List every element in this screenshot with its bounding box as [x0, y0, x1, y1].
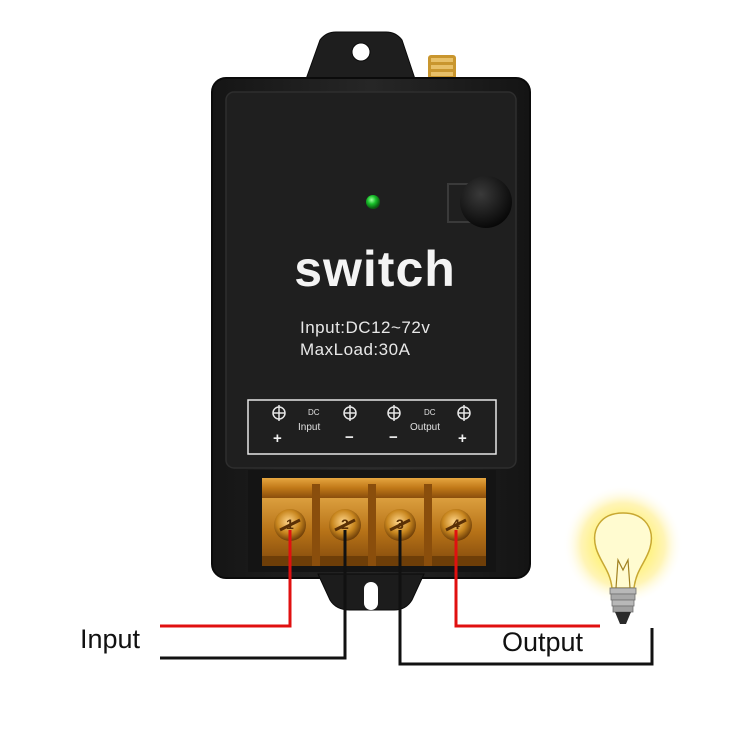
terminal-number-2: 2	[341, 516, 349, 532]
panel-screw-symbols	[272, 405, 471, 421]
panel-sign-2: −	[345, 429, 354, 446]
mounting-tab-top	[304, 31, 417, 83]
terminal-number-4: 4	[452, 516, 460, 532]
output-negative-wire	[398, 530, 654, 666]
screw-terminal-icon	[329, 509, 361, 541]
learn-button[interactable]	[447, 176, 512, 228]
screw-terminal-icon	[387, 405, 401, 421]
panel-sign-3: −	[389, 429, 398, 446]
screw-terminal-icon	[274, 509, 306, 541]
terminal-number-3: 3	[396, 516, 404, 532]
panel-sign-1: +	[273, 430, 282, 447]
mounting-tab-bottom	[317, 573, 425, 611]
light-bulb-icon	[563, 485, 683, 624]
spec-input-voltage: Input:DC12~72v	[300, 318, 431, 337]
output-positive-wire	[454, 530, 600, 628]
screw-terminal-icon	[384, 509, 416, 541]
panel-output-label: Output	[410, 422, 441, 433]
terminal-screws	[274, 509, 472, 541]
device-title: switch	[294, 241, 456, 297]
input-positive-wire	[160, 530, 292, 628]
screw-terminal-icon	[272, 405, 286, 421]
input-negative-wire	[160, 530, 347, 660]
antenna-connector-icon	[428, 55, 456, 83]
terminal-label-panel	[247, 399, 497, 455]
led-indicator-icon	[366, 195, 380, 209]
wiring-input-label: Input	[80, 624, 141, 654]
spec-max-load: MaxLoad:30A	[300, 340, 411, 359]
screw-terminal-icon	[440, 509, 472, 541]
panel-dc-right: DC	[424, 408, 436, 417]
screw-terminal-icon	[343, 405, 357, 421]
screw-terminal-icon	[457, 405, 471, 421]
wiring-output-label: Output	[502, 627, 584, 657]
wiring	[160, 530, 654, 666]
terminal-number-1: 1	[286, 516, 294, 532]
panel-input-label: Input	[298, 422, 321, 433]
panel-dc-left: DC	[308, 408, 320, 417]
panel-sign-4: +	[458, 430, 467, 447]
